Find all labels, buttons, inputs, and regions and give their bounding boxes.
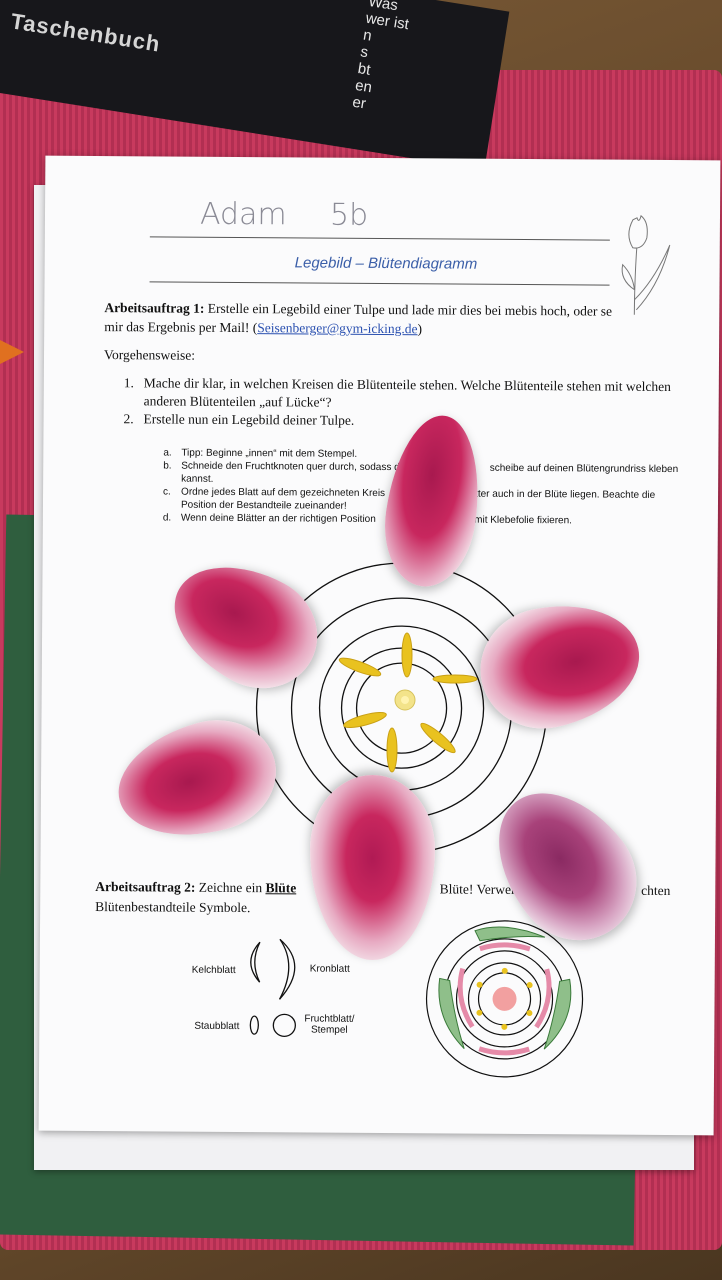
task1-label: Arbeitsauftrag 1: [104, 300, 205, 316]
task2-text-c: chten [641, 882, 671, 899]
handwritten-name: Adam [199, 196, 287, 233]
handwritten-class: 5b [329, 197, 369, 233]
task2-text-a: Zeichne ein [198, 879, 263, 896]
drawn-flower-diagram [425, 920, 584, 1078]
task1-text2: mir das Ergebnis per Mail! [104, 319, 250, 336]
worksheet-page: Adam 5b Legebild – Blütendiagramm Arbeit… [38, 155, 721, 1136]
tulip-sketch-icon [621, 214, 671, 315]
legend-staubblatt: Staubblatt [194, 1020, 240, 1033]
step-item: 2.Erstelle nun ein Legebild deiner Tulpe… [123, 411, 355, 428]
steps-list: 1.Mache dir klar, in welchen Kreisen die… [124, 374, 704, 432]
task2-text-b: Blüte! Verwen [439, 881, 518, 897]
procedure-label: Vorgehensweise: [103, 347, 196, 363]
legend-kelchblatt: Kelchblatt [191, 964, 236, 977]
email-link[interactable]: Seisenberger@gym-icking.de [257, 320, 418, 337]
worksheet-heading: Legebild – Blütendiagramm [294, 254, 478, 273]
task1-text: Erstelle ein Legebild einer Tulpe und la… [207, 300, 613, 319]
legend-symbols-icon [249, 938, 296, 1037]
stamens-and-pistil [338, 632, 478, 773]
task2-label: Arbeitsauftrag 2: [95, 879, 196, 895]
task1-line2: mir das Ergebnis per Mail! (Seisenberger… [104, 319, 423, 337]
legend-fruchtblatt: Fruchtblatt/ Stempel [304, 1013, 355, 1036]
task2-line2: Blütenbestandteile Symbole. [95, 899, 251, 916]
task2-bold: Blüte [265, 880, 297, 896]
name-line [149, 236, 610, 241]
legend-kronblatt: Kronblatt [309, 963, 350, 975]
heading-line [149, 281, 610, 286]
